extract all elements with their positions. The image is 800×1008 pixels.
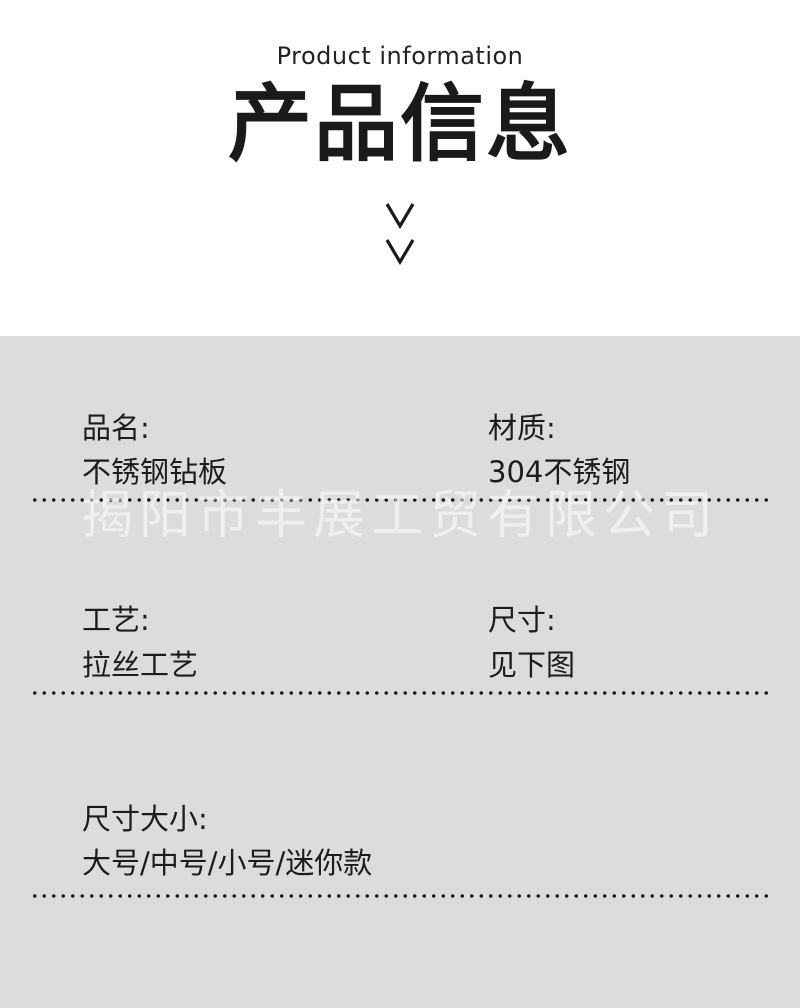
chevron-down-icon — [381, 200, 419, 230]
name-label: 品名: — [82, 411, 150, 445]
size-value: 见下图 — [488, 648, 576, 682]
dimensions-label: 尺寸大小: — [82, 802, 208, 836]
page-title: 产品信息 — [227, 75, 572, 173]
product-info-header: Product information 产品信息 — [0, 0, 800, 336]
dotted-divider — [30, 498, 770, 502]
name-value: 不锈钢钻板 — [82, 455, 228, 489]
dotted-divider — [30, 894, 770, 898]
craft-value: 拉丝工艺 — [82, 648, 199, 682]
craft-label: 工艺: — [82, 603, 150, 637]
chevron-down-icon — [381, 236, 419, 266]
size-label: 尺寸: — [488, 603, 556, 637]
company-watermark: 揭阳市丰展工贸有限公司 — [80, 486, 719, 546]
dimensions-value: 大号/中号/小号/迷你款 — [82, 846, 373, 880]
material-label: 材质: — [488, 411, 556, 445]
material-value: 304不锈钢 — [488, 455, 631, 489]
dotted-divider — [30, 691, 770, 695]
header-subtitle: Product information — [276, 42, 524, 70]
